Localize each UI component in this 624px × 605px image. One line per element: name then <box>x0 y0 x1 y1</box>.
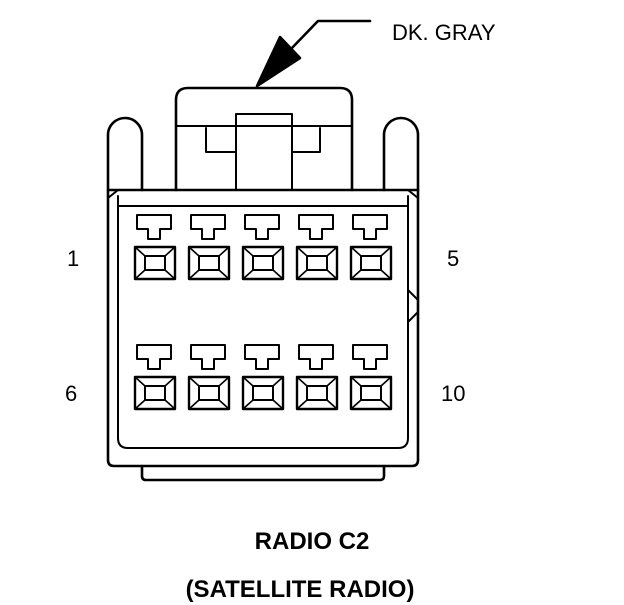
cavity-bevel <box>296 376 338 410</box>
cavity-outer <box>349 375 393 411</box>
cavity-latch <box>298 214 334 240</box>
cavity-bevel <box>188 246 230 280</box>
cavity-outer <box>133 375 177 411</box>
cavity-inner <box>252 385 274 401</box>
wire-color-label: DK. GRAY <box>392 20 496 45</box>
cavity-outer <box>295 245 339 281</box>
connector-name: RADIO C2 <box>254 528 370 555</box>
cavity-grid <box>133 214 393 411</box>
pin-cavity <box>349 344 393 411</box>
bottom-rib <box>140 464 386 482</box>
cavity-latch <box>298 344 334 370</box>
cavity-bevel <box>350 246 392 280</box>
pin-cavity <box>133 344 177 411</box>
pin-cavity <box>241 344 285 411</box>
pin-label-5: 5 <box>447 246 460 271</box>
cavity-inner <box>144 255 166 271</box>
cavity-outer <box>187 375 231 411</box>
cavity-latch <box>136 344 172 370</box>
cavity-latch <box>190 214 226 240</box>
pin-cavity <box>241 214 285 281</box>
pin-cavity <box>187 214 231 281</box>
cavity-outer <box>187 245 231 281</box>
cavity-latch <box>244 344 280 370</box>
connector-description: (SATELLITE RADIO) <box>185 576 415 603</box>
cavity-inner <box>198 385 220 401</box>
pin-label-10: 10 <box>441 381 466 406</box>
cavity-outer <box>241 245 285 281</box>
cavity-inner <box>360 255 382 271</box>
cavity-inner <box>360 385 382 401</box>
cavity-inner <box>306 385 328 401</box>
left-post <box>106 116 144 192</box>
cavity-inner <box>144 385 166 401</box>
pin-cavity <box>349 214 393 281</box>
cavity-outer <box>349 245 393 281</box>
cavity-bevel <box>134 376 176 410</box>
leader-arrow <box>255 19 372 88</box>
pin-label-1: 1 <box>67 246 80 271</box>
cavity-latch <box>244 214 280 240</box>
cavity-latch <box>190 344 226 370</box>
top-latch <box>174 86 354 192</box>
pin-cavity <box>133 214 177 281</box>
housing-inner-outline <box>117 195 409 449</box>
cavity-bevel <box>188 376 230 410</box>
housing-bevel <box>107 189 419 207</box>
pin-label-6: 6 <box>65 381 78 406</box>
cavity-bevel <box>242 376 284 410</box>
cavity-outer <box>295 375 339 411</box>
cavity-latch <box>136 214 172 240</box>
cavity-outer <box>133 245 177 281</box>
housing-notch <box>407 289 419 323</box>
right-post <box>382 116 420 192</box>
cavity-bevel <box>350 376 392 410</box>
cavity-inner <box>306 255 328 271</box>
connector-housing <box>106 188 420 468</box>
pin-cavity <box>295 214 339 281</box>
cavity-latch <box>352 214 388 240</box>
cavity-outer <box>241 375 285 411</box>
cavity-inner <box>198 255 220 271</box>
cavity-bevel <box>296 246 338 280</box>
cavity-bevel <box>134 246 176 280</box>
pin-cavity <box>295 344 339 411</box>
cavity-latch <box>352 344 388 370</box>
cavity-bevel <box>242 246 284 280</box>
cavity-inner <box>252 255 274 271</box>
pin-cavity <box>187 344 231 411</box>
